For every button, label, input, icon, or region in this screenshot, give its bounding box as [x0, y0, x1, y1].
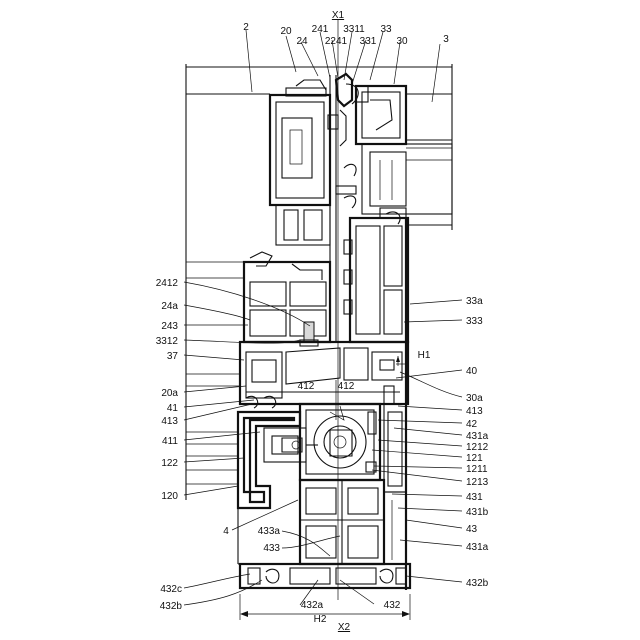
- label-431a-lower: 431a: [466, 542, 489, 553]
- label-2241: 2241: [325, 36, 348, 47]
- label-413-right: 413: [466, 406, 483, 417]
- label-431: 431: [466, 492, 483, 503]
- label-3311: 3311: [343, 24, 365, 35]
- dimension-label-h1: H1: [418, 350, 431, 361]
- label-2: 2: [243, 22, 249, 33]
- label-24a: 24a: [161, 301, 178, 312]
- transom-412: [240, 342, 408, 408]
- label-432c: 432c: [160, 584, 182, 595]
- axis-label-top: X1: [332, 10, 345, 21]
- label-24: 24: [296, 36, 308, 47]
- label-30a: 30a: [466, 393, 483, 404]
- label-40: 40: [466, 366, 478, 377]
- roller-box-42: [300, 404, 406, 492]
- label-432a: 432a: [301, 600, 324, 611]
- label-122: 122: [161, 458, 178, 469]
- label-1213: 1213: [466, 477, 489, 488]
- axis-label-bottom: X2: [338, 622, 351, 633]
- label-412-left: 412: [298, 381, 315, 392]
- label-33: 33: [380, 24, 392, 35]
- sash-frame-middle: [244, 252, 330, 346]
- label-2412: 2412: [156, 278, 179, 289]
- label-42: 42: [466, 419, 478, 430]
- label-4: 4: [223, 526, 229, 537]
- label-33a: 33a: [466, 296, 483, 307]
- outer-frame-30: [356, 86, 452, 224]
- label-1211: 1211: [466, 464, 488, 475]
- sash-frame-upper: [270, 75, 338, 342]
- label-121: 121: [466, 453, 483, 464]
- label-432b-right: 432b: [466, 578, 489, 589]
- label-20: 20: [280, 26, 292, 37]
- label-333: 333: [466, 316, 483, 327]
- label-37: 37: [167, 351, 179, 362]
- leader-lines: [184, 30, 462, 605]
- label-432b-left: 432b: [160, 601, 183, 612]
- label-433a: 433a: [258, 526, 281, 537]
- label-30: 30: [396, 36, 408, 47]
- base-profile-432: [240, 564, 410, 588]
- label-1212: 1212: [466, 442, 489, 453]
- label-43: 43: [466, 524, 478, 535]
- dimension-label-h2: H2: [314, 614, 327, 625]
- label-243: 243: [161, 321, 178, 332]
- label-241: 241: [312, 24, 329, 35]
- label-3: 3: [443, 34, 449, 45]
- seal-assembly: [336, 74, 368, 208]
- label-413-left: 413: [161, 416, 178, 427]
- label-412-right: 412: [338, 381, 355, 392]
- label-431b: 431b: [466, 507, 489, 518]
- label-431a: 431a: [466, 431, 489, 442]
- label-433: 433: [263, 543, 280, 554]
- label-120: 120: [161, 491, 178, 502]
- label-411: 411: [162, 436, 178, 447]
- label-20a: 20a: [161, 388, 178, 399]
- label-432: 432: [384, 600, 401, 611]
- label-41: 41: [167, 403, 179, 414]
- label-3312: 3312: [156, 336, 179, 347]
- label-331: 331: [360, 36, 377, 47]
